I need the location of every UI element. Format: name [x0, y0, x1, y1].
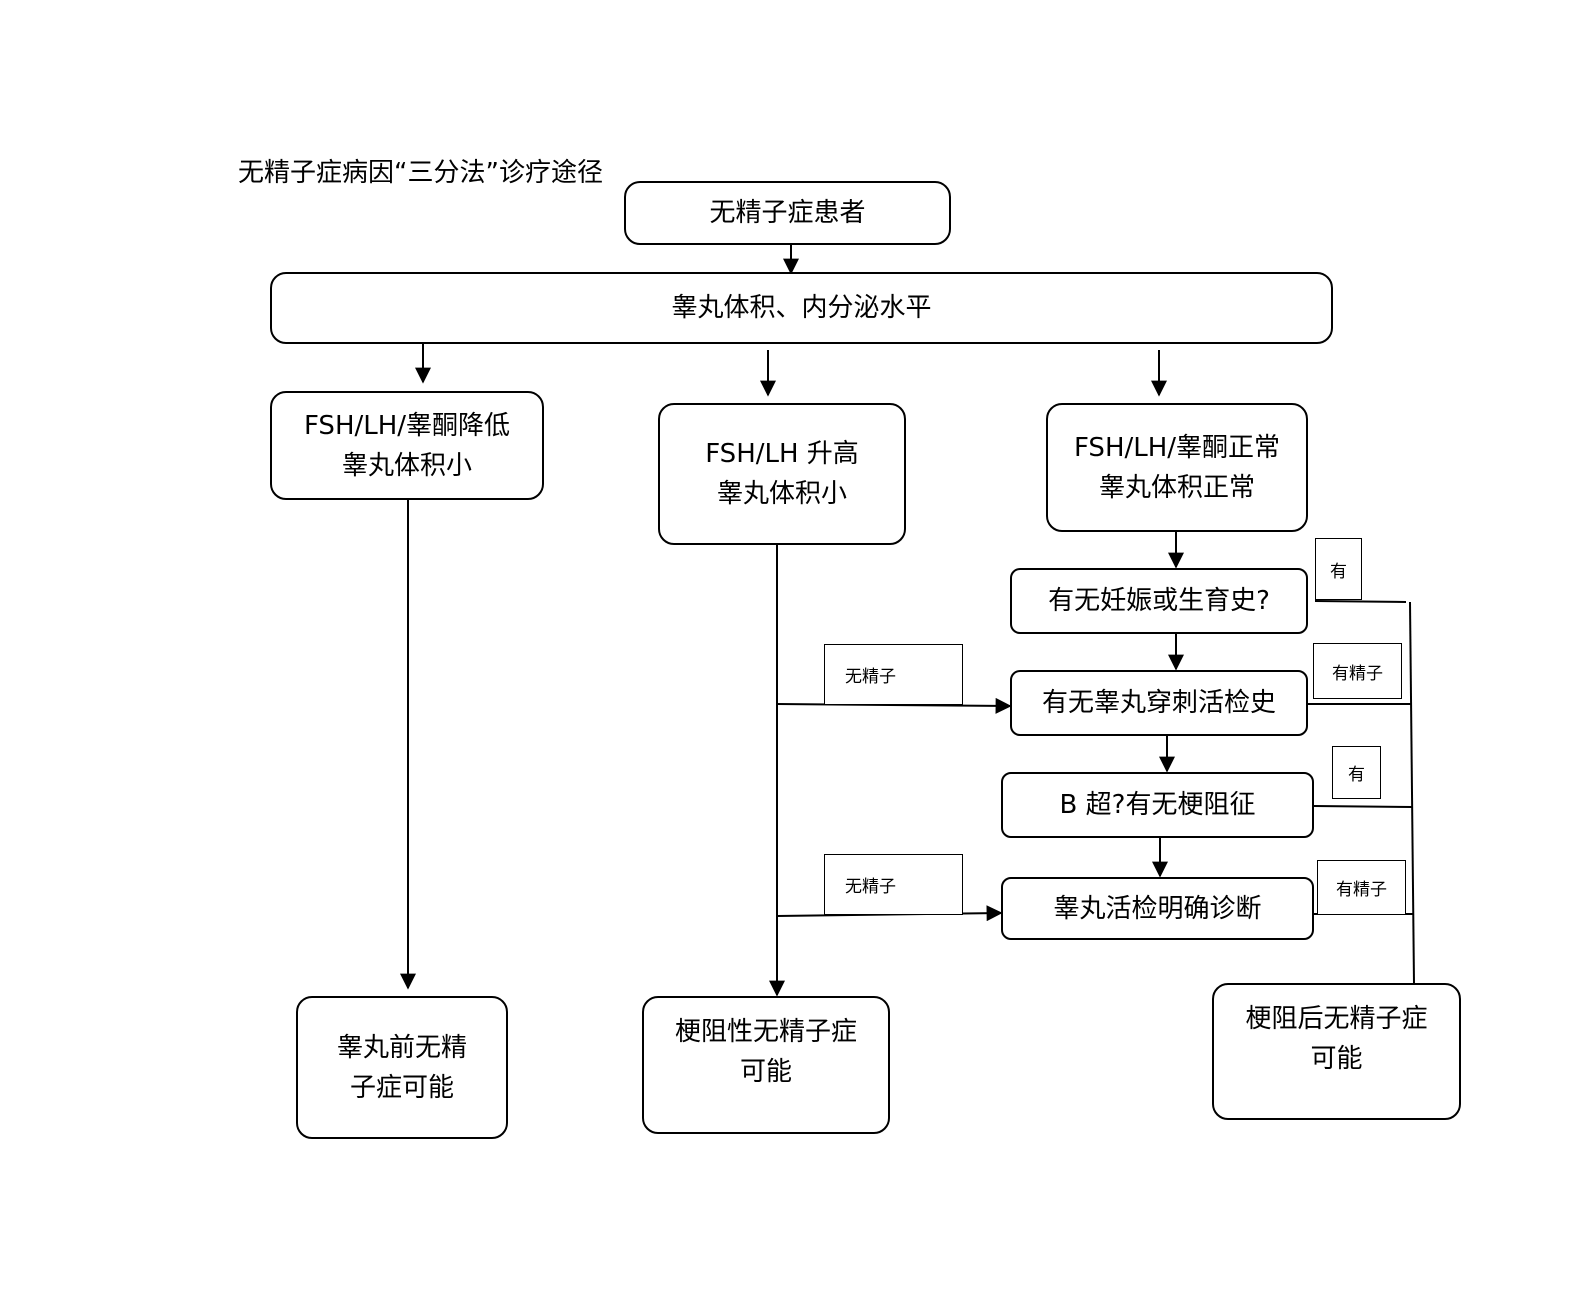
line-pregnancy-yes — [1314, 600, 1407, 603]
patient-box: 无精子症患者 — [624, 181, 951, 245]
normal-hormone-box: FSH/LH/睾酮正常 睾丸体积正常 — [1046, 403, 1308, 532]
assessment-label: 睾丸体积、内分泌水平 — [671, 293, 932, 323]
ultrasound-box: B 超?有无梗阻征 — [1001, 772, 1314, 838]
pretesticular-line2: 子症可能 — [349, 1072, 454, 1103]
post-obstructive-outcome-box: 梗阻后无精子症 可能 — [1212, 983, 1461, 1120]
edge-label-no-sperm-2: 无精子 — [824, 854, 963, 915]
ultrasound-label: B 超?有无梗阻征 — [1059, 790, 1256, 820]
edge-label-has-sperm-1: 有精子 — [1313, 643, 1402, 699]
pregnancy-history-box: 有无妊娠或生育史? — [1010, 568, 1308, 634]
low-hormone-box: FSH/LH/睾酮降低 睾丸体积小 — [270, 391, 544, 500]
line-ultrasound-yes — [1313, 805, 1413, 808]
line-right-trunk — [1409, 601, 1415, 985]
obstructive-outcome-box: 梗阻性无精子症 可能 — [642, 996, 890, 1134]
assessment-box: 睾丸体积、内分泌水平 — [270, 272, 1333, 344]
biopsy-history-label: 有无睾丸穿刺活检史 — [1041, 688, 1276, 718]
normal-hormone-line1: FSH/LH/睾酮正常 — [1073, 432, 1281, 463]
edge-label-no-sperm-1: 无精子 — [824, 644, 963, 705]
patient-label: 无精子症患者 — [709, 198, 866, 228]
post-obstructive-line2: 可能 — [1310, 1044, 1363, 1074]
edge-label-has-2: 有 — [1332, 746, 1381, 799]
biopsy-diagnosis-label: 睾丸活检明确诊断 — [1053, 893, 1262, 924]
post-obstructive-line1: 梗阻后无精子症 — [1245, 1004, 1428, 1034]
pregnancy-history-label: 有无妊娠或生育史? — [1048, 586, 1270, 616]
diagram-title: 无精子症病因“三分法”诊疗途径 — [238, 158, 603, 188]
obstructive-line2: 可能 — [739, 1057, 792, 1087]
edge-label-has-sperm-2: 有精子 — [1317, 860, 1406, 915]
normal-hormone-line2: 睾丸体积正常 — [1098, 472, 1255, 503]
high-hormone-line1: FSH/LH 升高 — [705, 439, 859, 469]
low-hormone-line2: 睾丸体积小 — [341, 450, 472, 481]
high-hormone-box: FSH/LH 升高 睾丸体积小 — [658, 403, 906, 545]
obstructive-line1: 梗阻性无精子症 — [674, 1017, 857, 1047]
biopsy-history-box: 有无睾丸穿刺活检史 — [1010, 670, 1308, 736]
high-hormone-line2: 睾丸体积小 — [716, 479, 847, 509]
biopsy-diagnosis-box: 睾丸活检明确诊断 — [1001, 877, 1314, 940]
low-hormone-line1: FSH/LH/睾酮降低 — [303, 410, 511, 441]
pretesticular-line1: 睾丸前无精 — [336, 1032, 467, 1063]
pretesticular-outcome-box: 睾丸前无精 子症可能 — [296, 996, 508, 1139]
arrow-no-sperm-to-biopsy-history — [776, 697, 1012, 714]
edge-label-has-1: 有 — [1315, 538, 1362, 600]
